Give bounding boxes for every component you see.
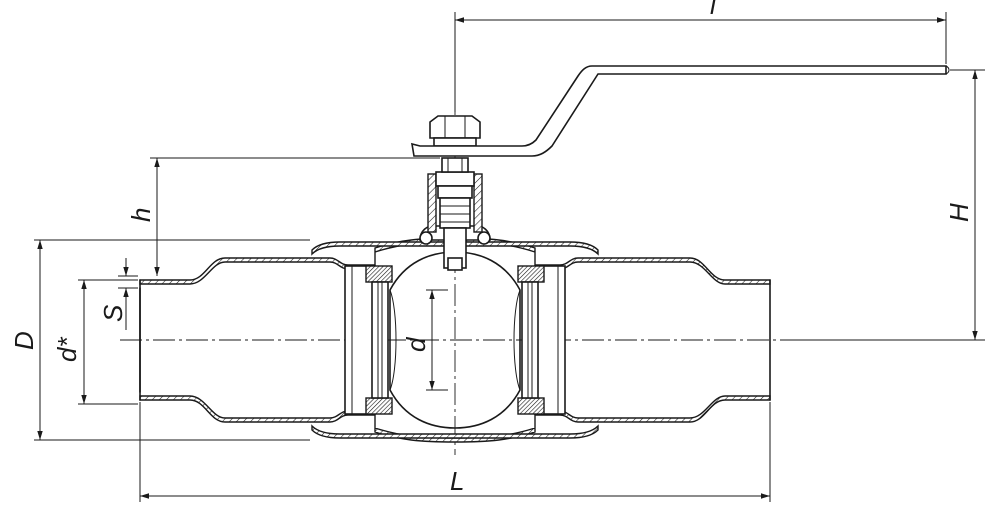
label-bore-diameter: d [401, 336, 431, 352]
left-seat-insert [371, 281, 389, 399]
label-overall-height: H [944, 203, 974, 222]
stem-packing [439, 197, 471, 229]
handle [411, 65, 947, 157]
handle-lever [411, 65, 950, 157]
left-seal-top [365, 265, 393, 283]
housing-shell-upper [311, 241, 599, 256]
left-seal-bottom [365, 397, 393, 415]
stem-assembly [419, 115, 491, 271]
stem-housing-right-wall [473, 173, 483, 233]
label-pipe-inner-diameter: d* [52, 337, 82, 362]
stem-top [441, 157, 469, 173]
left-seat-ring [344, 265, 376, 415]
pad-weld-right [477, 231, 491, 245]
stem-housing-left-wall [427, 173, 437, 233]
housing-shell-lower [311, 424, 599, 439]
right-seal-top [517, 265, 545, 283]
dimensions: l H h D d* S d L [9, 0, 985, 502]
pad-weld-left [419, 231, 433, 245]
right-seal-bottom [517, 397, 545, 415]
label-handle-length: l [710, 0, 717, 20]
right-seat-insert [521, 281, 539, 399]
label-outer-diameter: D [9, 331, 39, 350]
label-stem-height: h [126, 208, 156, 222]
label-overall-length: L [450, 466, 464, 496]
nut-washer [433, 137, 477, 147]
valve-body [139, 237, 771, 443]
right-seat-ring [534, 265, 566, 415]
stem-nut-top [435, 171, 475, 187]
hex-nut [429, 115, 481, 139]
label-wall-thickness: S [98, 304, 128, 322]
